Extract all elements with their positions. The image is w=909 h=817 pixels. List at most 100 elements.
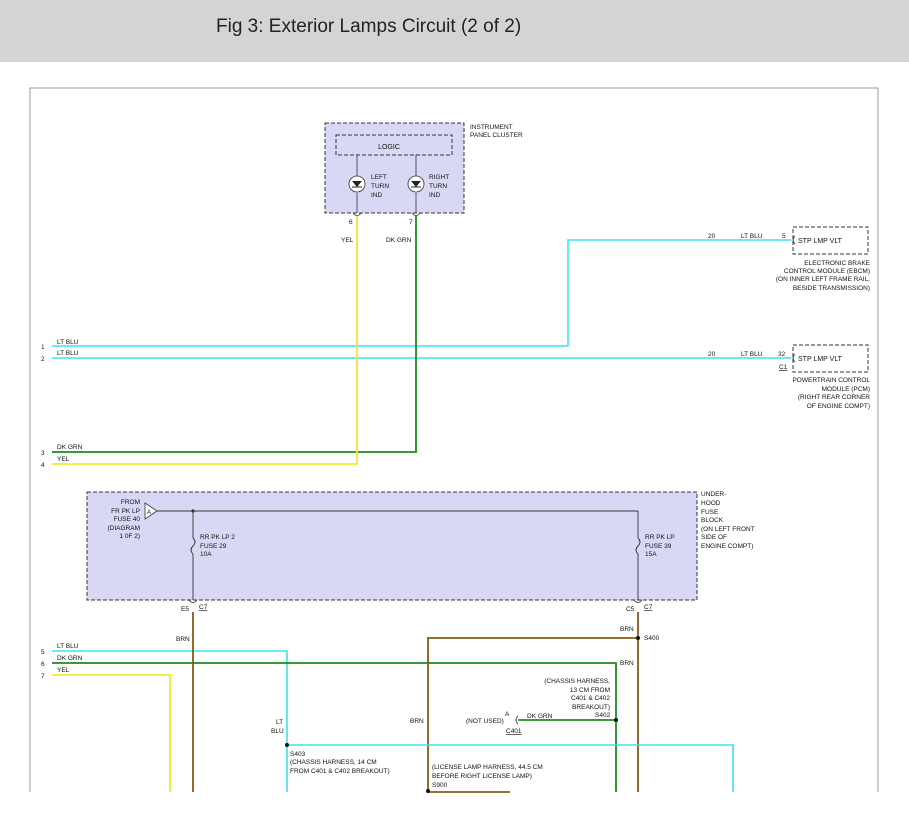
s900-desc-1: (LICENSE LAMP HARNESS, 44.5 CM xyxy=(432,764,543,771)
ipc-wire-yel-label: YEL xyxy=(341,237,354,244)
wire-num-2: 2 xyxy=(41,356,45,363)
fuse-29-line-3: 10A xyxy=(200,551,212,558)
underhood-fuse-block xyxy=(86,491,698,601)
wire-brn-s400 xyxy=(427,637,638,792)
s900-label: S900 xyxy=(432,782,448,789)
wire-label-7: YEL xyxy=(57,667,70,674)
wire-lt-blu-ebcm xyxy=(52,239,791,347)
ufb-right-conn: C7 xyxy=(644,604,653,611)
ufb-from-2: FR PK LP xyxy=(111,508,140,515)
s402-desc-2: 13 CM FROM xyxy=(570,687,610,694)
pcm-wire-color: LT BLU xyxy=(741,351,763,358)
ebcm-desc-4: BESIDE TRANSMISSION) xyxy=(793,285,870,292)
s402-desc-4: BREAKOUT) xyxy=(572,704,610,711)
ufb-from-5: 1 0F 2) xyxy=(119,533,140,540)
ufb-label-1: UNDER- xyxy=(701,491,726,498)
brn-left-label: BRN xyxy=(176,636,190,643)
wire-dk-grn-ipc xyxy=(52,216,417,453)
ebcm-desc-3: (ON INNER LEFT FRAME RAIL, xyxy=(776,276,870,283)
pcm-pin: 32 xyxy=(778,351,786,358)
ipc-wire-dk-grn-label: DK GRN xyxy=(386,237,412,244)
ufb-label-7: ENGINE COMPT) xyxy=(701,543,753,550)
wire-yel-ipc xyxy=(52,216,358,465)
ipc-pin-7-connector xyxy=(411,212,421,216)
ufb-c5-connector xyxy=(633,599,643,603)
ebcm-box-label: STP LMP VLT xyxy=(798,238,843,245)
ipc-pin-6-connector xyxy=(352,212,362,216)
right-turn-indicator-icon xyxy=(407,175,425,193)
wire-num-5: 5 xyxy=(41,649,45,656)
ebcm-pin: 5 xyxy=(782,233,786,240)
ipc-logic-label: LOGIC xyxy=(378,144,400,151)
splice-s400 xyxy=(636,636,640,640)
ufb-label-5: (ON LEFT FRONT xyxy=(701,526,755,533)
ipc-label-1: INSTRUMENT xyxy=(470,124,513,131)
wire-num-1: 1 xyxy=(41,344,45,351)
ufb-label-2: HOOD xyxy=(701,500,721,507)
c401-label: C401 xyxy=(506,728,522,735)
s402-desc-3: C401 & C402 xyxy=(571,695,610,702)
wire-label-2: LT BLU xyxy=(57,350,79,357)
wire-num-6: 6 xyxy=(41,661,45,668)
wire-label-5: LT BLU xyxy=(57,643,79,650)
s400-label: S400 xyxy=(644,635,660,642)
wire-num-4: 4 xyxy=(41,462,45,469)
wire-label-3: DK GRN xyxy=(57,444,83,451)
splice-s900 xyxy=(426,789,430,793)
ufb-left-conn: C7 xyxy=(199,604,208,611)
pcm-connector-id: C1 xyxy=(779,364,788,371)
fuse-39-line-1: RR PK LP xyxy=(645,534,675,541)
not-used-label: (NOT USED) xyxy=(466,718,504,725)
right-ind-line-1: RIGHT xyxy=(429,174,449,181)
ufb-from-4: (DIAGRAM xyxy=(108,525,141,532)
pcm-box xyxy=(792,344,869,373)
ufb-label-6: SIDE OF xyxy=(701,534,727,541)
fuse-39-icon xyxy=(635,537,641,555)
s402-label: S402 xyxy=(595,712,611,719)
ufb-label-3: FUSE xyxy=(701,509,719,516)
dk-grn-c401-label: DK GRN xyxy=(527,713,553,720)
ufb-left-pin: E5 xyxy=(181,606,189,613)
page-title: Fig 3: Exterior Lamps Circuit (2 of 2) xyxy=(216,16,522,37)
ipc-logic-box xyxy=(335,134,453,156)
right-ind-line-3: IND xyxy=(429,192,441,199)
brn-mid-label: BRN xyxy=(410,718,424,725)
pcm-desc-3: (RIGHT REAR CORNER xyxy=(798,394,870,401)
wire-dk-grn-6 xyxy=(52,662,617,792)
ufb-e5-connector xyxy=(188,599,198,603)
pcm-desc-2: MODULE (PCM) xyxy=(822,386,870,393)
ufb-junction xyxy=(191,509,195,513)
splice-s403 xyxy=(285,743,289,747)
ufb-label-4: BLOCK xyxy=(701,517,724,524)
c401-letter: A xyxy=(505,711,510,718)
ebcm-desc-2: CONTROL MODULE (EBCM) xyxy=(784,268,870,275)
wire-num-7: 7 xyxy=(41,673,45,680)
s403-desc-1: (CHASSIS HARNESS, 14 CM xyxy=(290,759,377,766)
s403-label: S403 xyxy=(290,751,306,758)
ipc-label-2: PANEL CLUSTER xyxy=(470,132,523,139)
left-ind-line-2: TURN xyxy=(371,183,389,190)
ebcm-box xyxy=(792,226,869,255)
wire-num-3: 3 xyxy=(41,450,45,457)
wire-yel-7 xyxy=(52,674,171,792)
wire-label-6: DK GRN xyxy=(57,655,83,662)
pcm-desc-4: OF ENGINE COMPT) xyxy=(807,403,870,410)
c401-connector xyxy=(515,715,519,725)
page-header: Fig 3: Exterior Lamps Circuit (2 of 2) xyxy=(0,0,909,62)
fuse-29-line-1: RR PK LP 2 xyxy=(200,534,235,541)
splice-s402 xyxy=(614,718,618,722)
brn-right-mid-label: BRN xyxy=(620,660,634,667)
ebcm-connector xyxy=(792,235,796,245)
ufb-from-3: FUSE 40 xyxy=(114,516,141,523)
ufb-from-1: FROM xyxy=(121,499,140,506)
brn-right-top-label: BRN xyxy=(620,626,634,633)
s900-desc-2: BEFORE RIGHT LICENSE LAMP) xyxy=(432,773,532,780)
wire-lt-blu-s403 xyxy=(287,744,734,792)
ipc-pin-6: 6 xyxy=(349,219,353,226)
fuse-29-icon xyxy=(190,537,196,555)
pcm-wire-num: 20 xyxy=(708,351,716,358)
ufb-right-pin: C5 xyxy=(626,606,635,613)
fuse-29-line-2: FUSE 29 xyxy=(200,543,227,550)
lt-blu-vert-2: BLU xyxy=(271,728,284,735)
